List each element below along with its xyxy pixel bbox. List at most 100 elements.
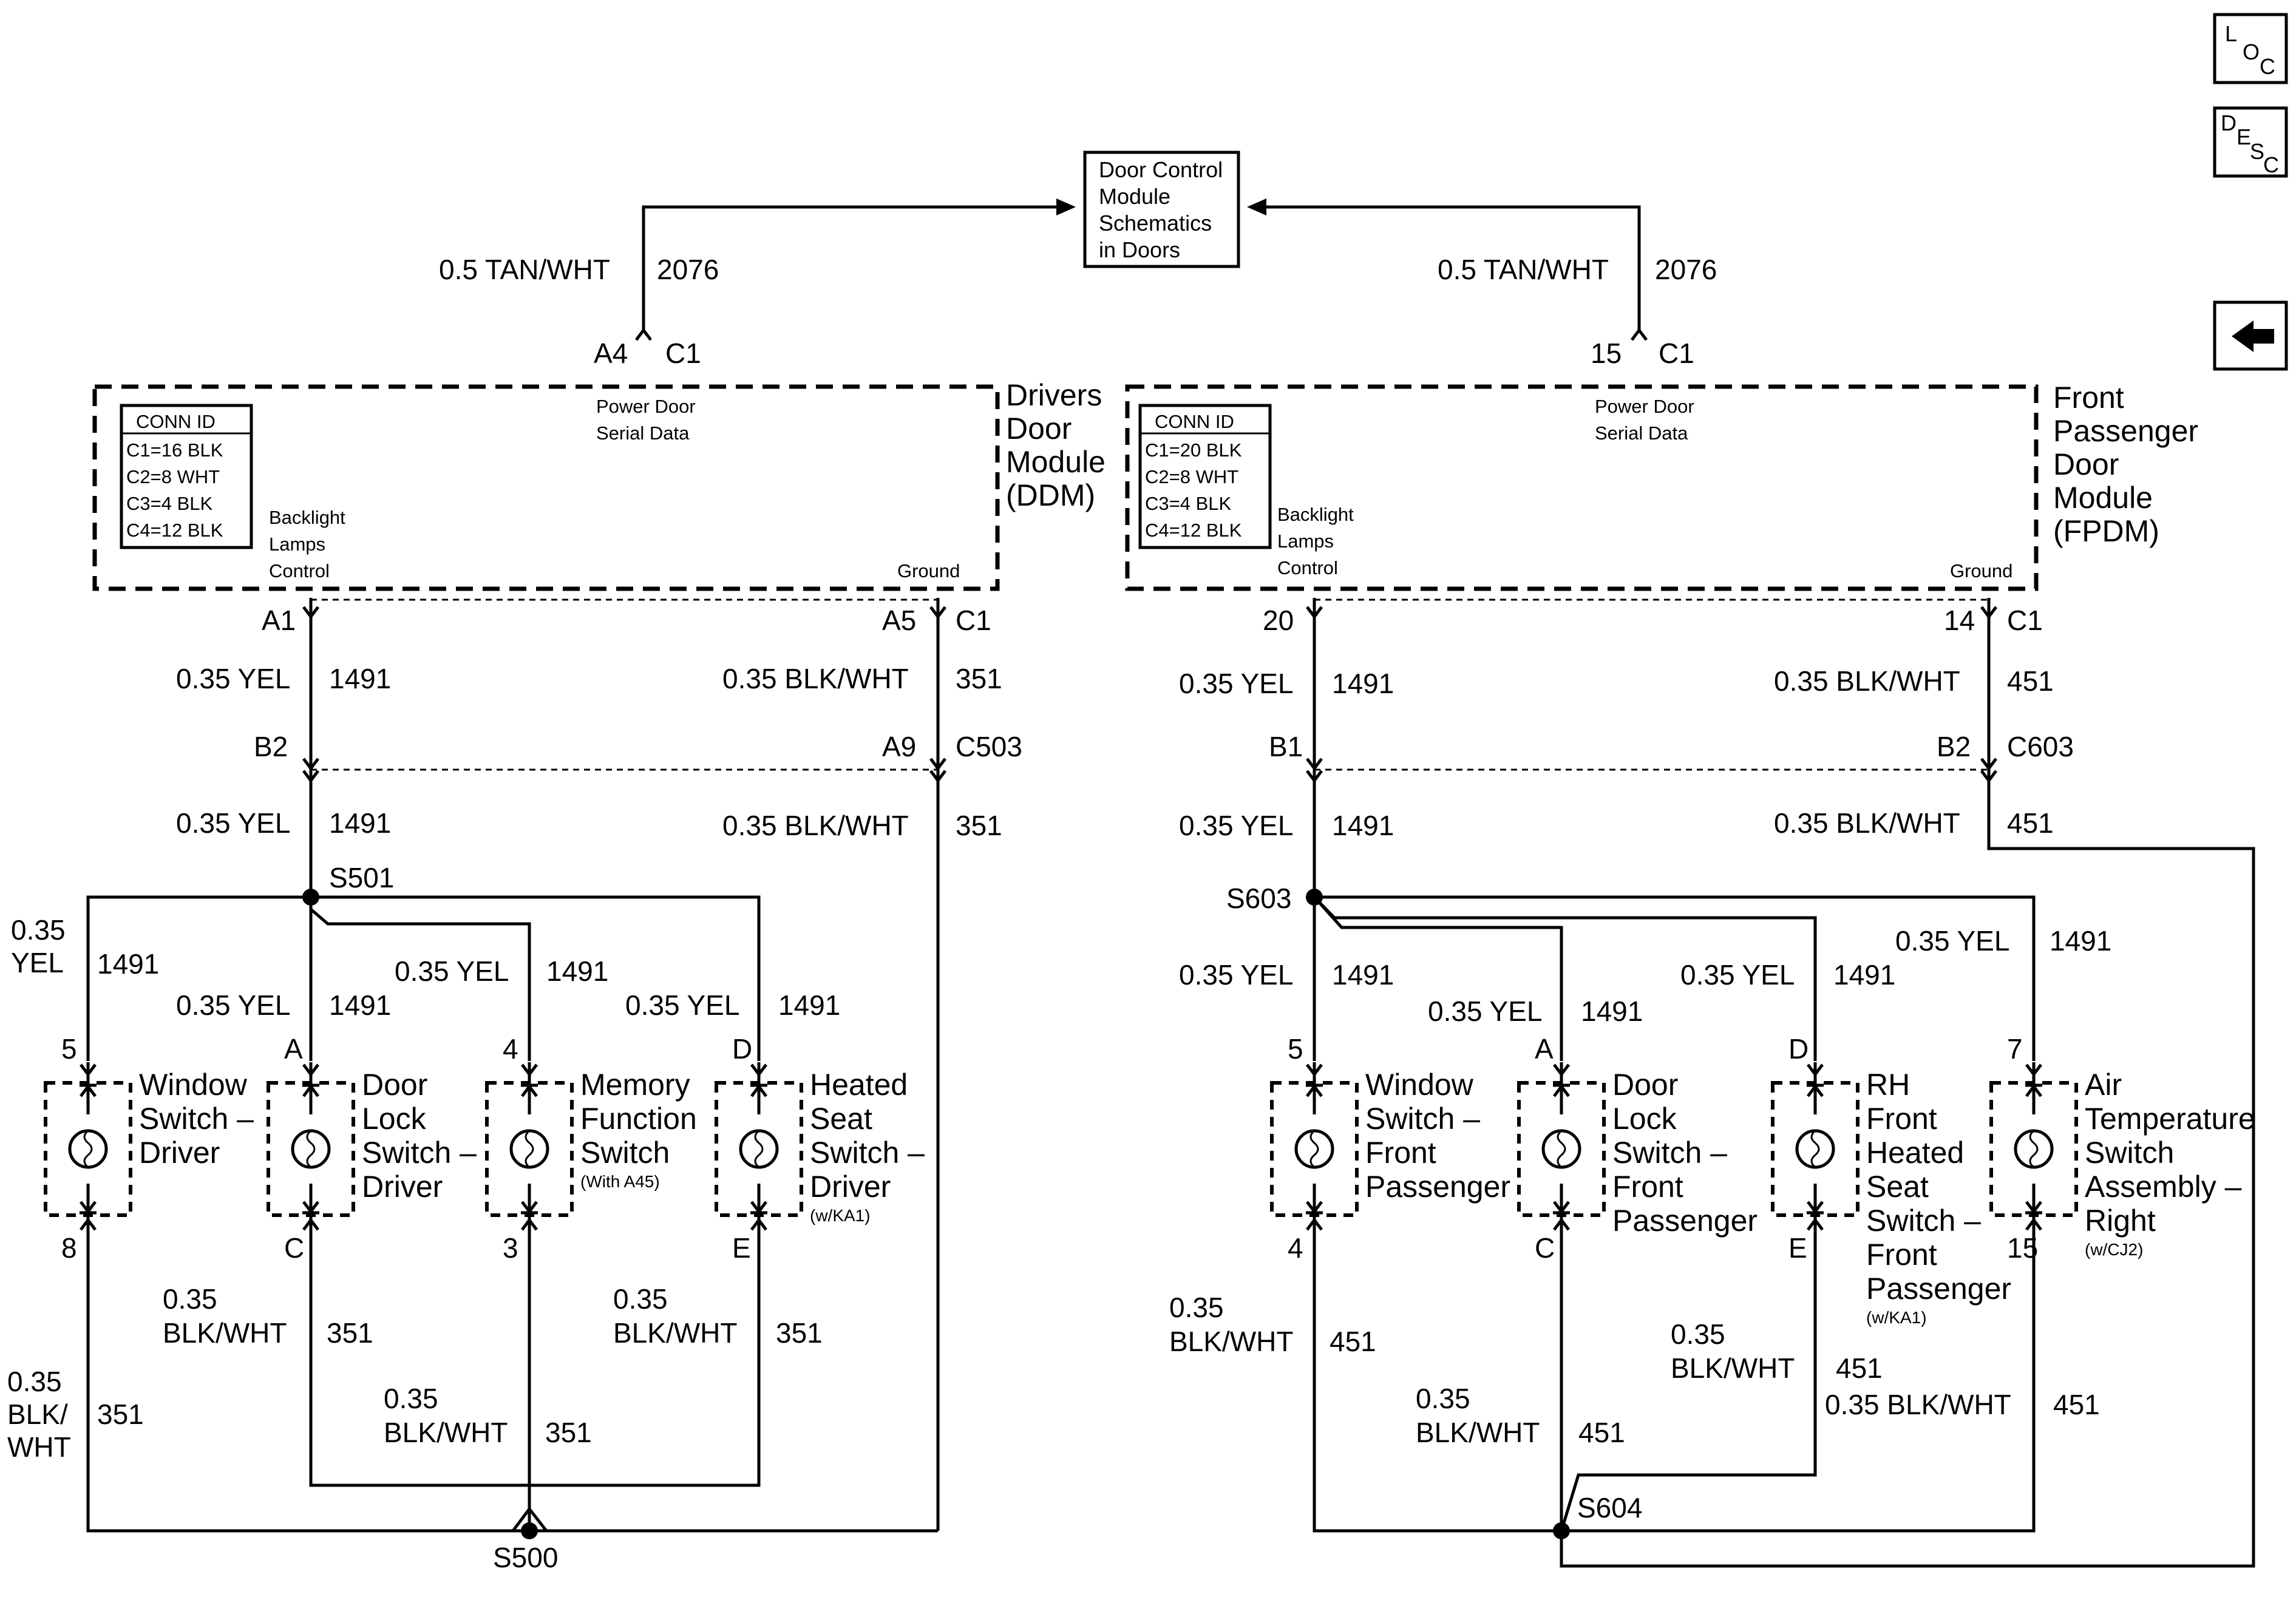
svg-text:1491: 1491 [546,955,608,987]
svg-text:0.35 YEL: 0.35 YEL [1179,959,1293,991]
svg-text:1491: 1491 [329,807,391,839]
switch-label: Switch – [1866,1204,1981,1238]
fpdm-top-gauge: 0.5 TAN/WHT [1438,254,1609,285]
switch-label: Switch – [1612,1136,1727,1170]
switch-pin-bottom: C [1535,1232,1555,1264]
fpdm-splice-s603 [1306,889,1323,906]
fpdm-module[interactable] [1125,384,2039,591]
switch-label: Front [1866,1238,1937,1272]
svg-text:S: S [2250,139,2264,164]
svg-text:351: 351 [545,1417,592,1448]
svg-text:20: 20 [1263,605,1294,636]
svg-text:B2: B2 [254,731,288,762]
svg-text:Module: Module [1099,184,1170,209]
svg-text:A5: A5 [882,605,916,636]
svg-text:C3=4 BLK: C3=4 BLK [126,493,213,514]
switch-label: Right [2085,1204,2156,1238]
ddm-splice-s501 [302,889,319,906]
svg-text:1491: 1491 [2050,925,2111,957]
svg-text:C4=12 BLK: C4=12 BLK [1145,520,1242,541]
svg-text:0.35: 0.35 [1671,1318,1725,1350]
svg-text:0.35 BLK/WHT: 0.35 BLK/WHT [1774,665,1960,697]
fpdm-serial-label-2: Serial Data [1595,422,1688,444]
loc-button[interactable]: L O C [2213,13,2288,84]
ddm-module[interactable] [92,384,1000,591]
svg-text:1491: 1491 [1581,995,1643,1027]
left-arrow-icon [2232,320,2274,352]
ddm-ground-label: Ground [897,560,960,581]
svg-text:C1: C1 [2007,605,2043,636]
svg-text:A9: A9 [882,731,916,762]
fpdm-backlight-label: Backlight [1277,504,1354,525]
svg-text:0.35 YEL: 0.35 YEL [1179,810,1293,841]
svg-text:in Doors: in Doors [1099,237,1180,262]
svg-text:(FPDM): (FPDM) [2053,514,2159,548]
back-button[interactable] [2213,300,2288,371]
svg-text:14: 14 [1944,605,1975,636]
svg-text:B2: B2 [1937,731,1971,762]
svg-text:351: 351 [776,1317,823,1349]
fpdm-ground-label: Ground [1950,560,2012,581]
switch-label: Passenger [1612,1204,1758,1238]
switch-pin-top: 5 [1288,1033,1303,1065]
switch-pin-top: A [284,1033,303,1065]
svg-text:C: C [2260,54,2275,79]
svg-text:0.35: 0.35 [163,1283,217,1315]
fpdm-name: Front Passenger Door Module (FPDM) [2053,381,2198,548]
svg-text:1491: 1491 [1332,959,1394,991]
svg-text:451: 451 [2053,1389,2100,1420]
svg-text:451: 451 [2007,665,2054,697]
svg-text:Module: Module [1006,445,1106,479]
switch-label: Passenger [1866,1272,2011,1306]
svg-text:(DDM): (DDM) [1006,478,1095,512]
ddm-top-gauge: 0.5 TAN/WHT [439,254,610,285]
ddm-serial-wire [635,198,1076,341]
svg-text:Door: Door [1006,412,1072,446]
svg-text:351: 351 [97,1398,144,1430]
switch-label: Lock [1612,1102,1677,1136]
svg-text:C503: C503 [956,731,1022,762]
svg-text:351: 351 [956,810,1002,841]
ddm-conn-id-table: CONN ID C1=16 BLK C2=8 WHT C3=4 BLK C4=1… [120,404,253,549]
desc-button[interactable]: D E S C [2213,106,2288,178]
lamp-icon [739,1129,779,1169]
switch-label: Function [580,1102,697,1136]
svg-text:451: 451 [1836,1352,1883,1384]
svg-text:C603: C603 [2007,731,2074,762]
door-control-module-box[interactable]: Door Control Module Schematics in Doors [1083,151,1240,268]
fpdm-backlight-label-2: Lamps [1277,531,1334,552]
svg-text:BLK/WHT: BLK/WHT [1671,1352,1795,1384]
svg-text:BLK/WHT: BLK/WHT [613,1317,737,1349]
lamp-icon [1541,1129,1581,1169]
lamp-icon [2014,1129,2054,1169]
svg-text:0.35 YEL: 0.35 YEL [395,955,509,987]
svg-text:0.35 BLK/WHT: 0.35 BLK/WHT [722,663,909,694]
switch-label: Heated [1866,1136,1964,1170]
svg-text:C2=8 WHT: C2=8 WHT [126,466,220,487]
svg-text:1491: 1491 [1833,959,1895,991]
fpdm-backlight-label-3: Control [1277,557,1338,578]
svg-text:C2=8 WHT: C2=8 WHT [1145,466,1238,487]
lamp-icon [509,1129,549,1169]
svg-text:351: 351 [956,663,1002,694]
switch-label: Switch [580,1136,670,1170]
fpdm-serial-label: Power Door [1595,396,1694,417]
switch-note: (w/KA1) [1866,1308,1927,1327]
svg-text:D: D [2221,110,2237,135]
lamp-icon [68,1129,108,1169]
fpdm-top-pin: 15 [1591,337,1622,369]
switch-label: Window [139,1068,248,1102]
switch-label: Passenger [1365,1170,1510,1204]
svg-text:L: L [2225,21,2237,46]
svg-text:BLK/WHT: BLK/WHT [384,1417,508,1448]
svg-text:451: 451 [1330,1326,1376,1357]
switch-pin-top: 7 [2007,1033,2023,1065]
